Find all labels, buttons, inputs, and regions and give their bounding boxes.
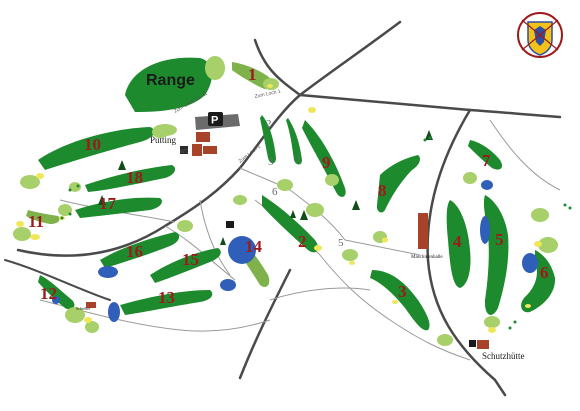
- parking-area: P: [195, 112, 240, 130]
- small-number-2: 2: [266, 118, 272, 130]
- parking-icon: [208, 112, 223, 126]
- fairway-10: [38, 127, 155, 170]
- hole-number-5: 5: [495, 230, 504, 249]
- fairway-11: [26, 210, 60, 224]
- small-number-1: 1: [296, 153, 302, 165]
- fairway-1-small: [286, 118, 302, 165]
- road-label-lock1: Zum Loch 1: [254, 89, 281, 100]
- tree-icon: [352, 200, 360, 210]
- fairway-16: [100, 232, 180, 268]
- road-south: [238, 268, 292, 380]
- crest-logo-icon: [517, 12, 563, 58]
- hole-numbers: 1 2 3 4 5 6 7 8 9 10 11 12 13 14 15 16 1…: [28, 65, 549, 307]
- hole-number-1: 1: [248, 65, 257, 84]
- main-road-north: [253, 38, 302, 97]
- fairway-7: [468, 140, 503, 170]
- hole-number-15: 15: [182, 250, 199, 269]
- greens: [13, 126, 558, 346]
- hole-number-3: 3: [398, 282, 407, 301]
- hole-number-18: 18: [126, 168, 143, 187]
- tee-markers: [60, 136, 572, 330]
- hole-number-11: 11: [28, 212, 44, 231]
- hole-number-17: 17: [99, 194, 117, 213]
- schreber-label: Schreber: [76, 306, 91, 311]
- small-number-3: 3: [268, 156, 274, 168]
- hole-number-2: 2: [298, 232, 307, 251]
- bunkers: [16, 84, 542, 333]
- buildings: [86, 213, 489, 349]
- hole-number-14: 14: [245, 237, 263, 256]
- fairway-4: [446, 200, 471, 288]
- fairway-13: [120, 290, 213, 315]
- hole-number-4: 4: [453, 232, 462, 251]
- small-number-5: 5: [338, 237, 344, 249]
- maschinenhalle-label: Maschinenhalle: [411, 255, 443, 260]
- hole-number-10: 10: [84, 135, 101, 154]
- hole-number-8: 8: [378, 181, 387, 200]
- hole-number-9: 9: [322, 153, 331, 172]
- hole-number-12: 12: [40, 284, 57, 303]
- wc-icon: [469, 340, 476, 347]
- main-road-west: [16, 20, 402, 257]
- parking-label: P: [211, 115, 218, 127]
- water-hazards: [52, 180, 538, 322]
- range-label: Range: [146, 72, 195, 89]
- fairway-3-small: [260, 115, 276, 164]
- clubhouse-buildings: [180, 132, 217, 156]
- road-label-lock2: Zum Loch 2: [238, 143, 263, 164]
- schutzhuette-building: [477, 340, 489, 349]
- tree-icon: [220, 237, 226, 245]
- maschinenhalle-building: [418, 213, 428, 249]
- road-east-loop: [426, 108, 507, 397]
- wc-icon: [226, 221, 234, 228]
- fairways: [26, 62, 556, 331]
- road-to-east: [298, 93, 562, 119]
- fairway-12: [38, 275, 75, 310]
- fairway-6: [521, 250, 556, 313]
- wc-label: WC: [180, 149, 189, 155]
- fairway-15: [150, 248, 221, 283]
- hole-number-16: 16: [126, 242, 143, 261]
- fairway-3: [370, 270, 430, 331]
- tree-icon: [98, 195, 106, 205]
- hole-number-13: 13: [158, 288, 175, 307]
- small-number-6: 6: [272, 186, 278, 198]
- hole-number-7: 7: [482, 151, 491, 170]
- range-area: Range: [125, 56, 225, 112]
- tree-icon: [300, 210, 308, 220]
- fairway-8: [376, 155, 420, 213]
- fairway-2: [262, 195, 319, 253]
- tree-icon: [290, 210, 296, 218]
- roads: [4, 20, 562, 397]
- fairway-5: [483, 195, 509, 315]
- road-southwest: [4, 259, 111, 301]
- hole-number-6: 6: [540, 263, 549, 282]
- tree-icon: [118, 160, 126, 170]
- putting-label: Putting: [150, 135, 177, 145]
- schutzhuette-label: Schutzhütte: [482, 351, 525, 361]
- fairway-18: [85, 165, 176, 192]
- schreber-building: [86, 302, 96, 308]
- fairway-17: [75, 197, 162, 218]
- trees: [98, 130, 433, 245]
